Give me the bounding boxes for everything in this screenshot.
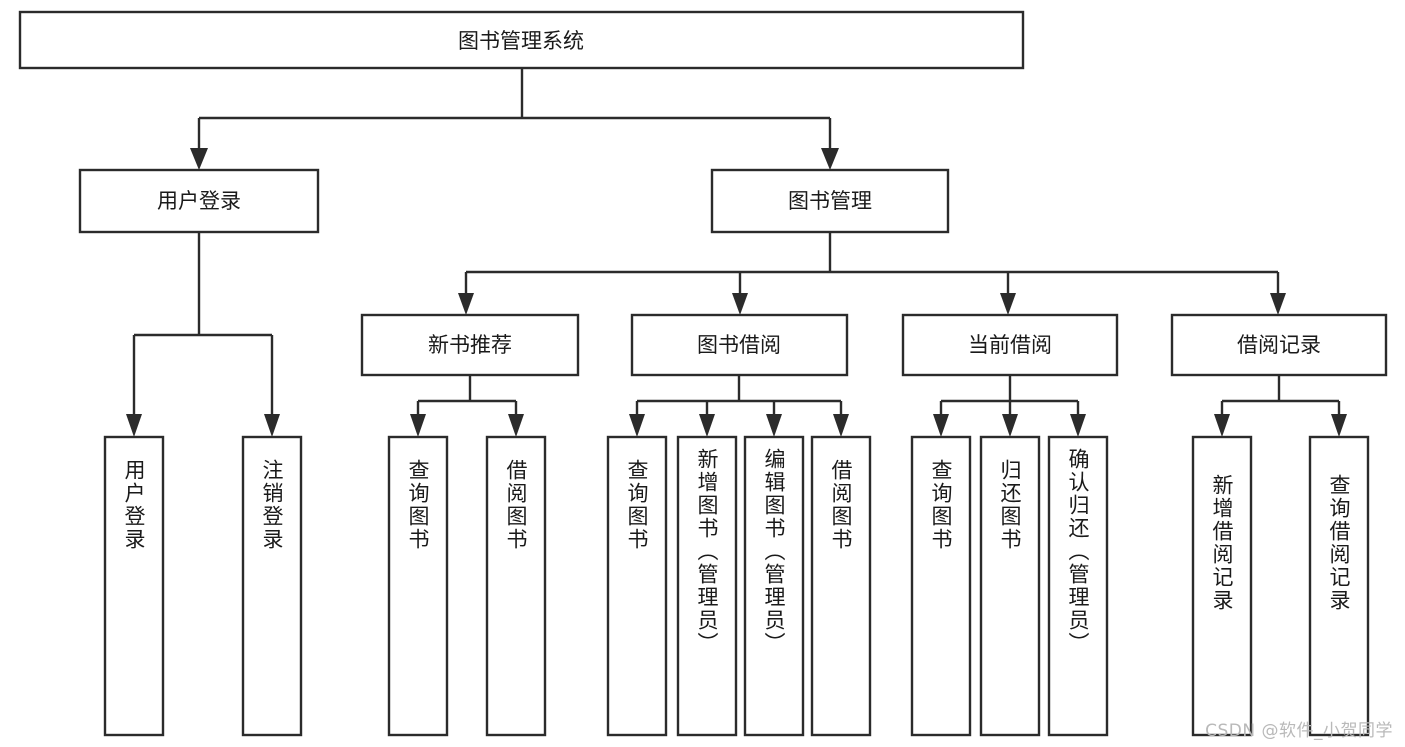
node-root-box[interactable]: [18, 10, 1025, 70]
node-user-login-box[interactable]: [78, 168, 320, 234]
arrow-head-book-borrow-leaf-2: [699, 414, 715, 437]
leaf-node-new-book-borrow[interactable]: 借阅图书: [485, 435, 547, 737]
node-root-label: 图书管理系统: [458, 29, 584, 53]
leaf-node-current-borrow-confirm[interactable]: 确认归还（管理员）: [1047, 435, 1109, 737]
arrow-head-new-book-leaf-2: [508, 414, 524, 437]
leaf-node-book-borrow-borrow[interactable]: 借阅图书: [810, 435, 872, 737]
arrow-head-book-manage-child-4: [1270, 293, 1286, 315]
leaf-node-new-book-query[interactable]: 查询图书: [387, 435, 449, 737]
node-borrow-record-box[interactable]: [1170, 313, 1388, 377]
arrow-head-current-borrow-leaf-3: [1070, 414, 1086, 437]
node-new-book-recommend-box[interactable]: [360, 313, 580, 377]
arrow-head-root-to-book-manage: [821, 148, 839, 170]
arrow-head-book-borrow-leaf-3: [766, 414, 782, 437]
connector-group-book-borrow: [629, 375, 849, 437]
leaf-box-current-borrow-confirm[interactable]: [1047, 435, 1109, 737]
connector-group-current-borrow: [933, 375, 1086, 437]
leaf-label-current-borrow-return: 归还图书: [998, 459, 1022, 551]
leaf-node-borrow-record-query[interactable]: 查询借阅记录: [1308, 435, 1370, 737]
node-book-borrow[interactable]: 图书借阅: [630, 313, 849, 377]
node-book-management[interactable]: 图书管理: [710, 168, 950, 234]
leaf-box-current-borrow-query[interactable]: [910, 435, 972, 737]
leaf-node-book-borrow-add[interactable]: 新增图书（管理员）: [676, 435, 738, 737]
leaf-box-book-borrow-borrow[interactable]: [810, 435, 872, 737]
leaf-label-user-login-logout: 注销登录: [260, 459, 284, 551]
arrow-head-user-login-leaf-1: [126, 414, 142, 437]
arrow-head-book-borrow-leaf-1: [629, 414, 645, 437]
arrow-head-book-manage-child-3: [1000, 293, 1016, 315]
leaf-label-book-borrow-edit: 编辑图书（管理员）: [762, 448, 786, 655]
arrow-head-borrow-record-leaf-2: [1331, 414, 1347, 437]
leaf-box-borrow-record-query[interactable]: [1308, 435, 1370, 737]
arrow-head-borrow-record-leaf-1: [1214, 414, 1230, 437]
leaf-node-user-login-login[interactable]: 用户登录: [103, 435, 165, 737]
node-current-borrow-label: 当前借阅: [968, 333, 1052, 357]
arrow-head-user-login-leaf-2: [264, 414, 280, 437]
leaf-label-borrow-record-query: 查询借阅记录: [1327, 474, 1351, 612]
leaf-label-new-book-query: 查询图书: [406, 459, 430, 551]
node-current-borrow-box[interactable]: [901, 313, 1119, 377]
leaf-box-book-borrow-query[interactable]: [606, 435, 668, 737]
node-book-management-box[interactable]: [710, 168, 950, 234]
node-borrow-record[interactable]: 借阅记录: [1170, 313, 1388, 377]
arrow-head-book-borrow-leaf-4: [833, 414, 849, 437]
arrow-head-root-to-user-login: [190, 148, 208, 170]
leaf-label-borrow-record-add: 新增借阅记录: [1210, 474, 1234, 612]
leaf-node-book-borrow-edit[interactable]: 编辑图书（管理员）: [743, 435, 805, 737]
connector-group-book-manage: [458, 232, 1286, 315]
arrow-head-current-borrow-leaf-1: [933, 414, 949, 437]
leaf-label-user-login-login: 用户登录: [122, 459, 146, 551]
leaf-node-borrow-record-add[interactable]: 新增借阅记录: [1191, 435, 1253, 737]
node-book-borrow-box[interactable]: [630, 313, 849, 377]
connector-group-borrow-record: [1214, 375, 1347, 437]
node-new-book-recommend-label: 新书推荐: [428, 333, 512, 357]
node-book-management-label: 图书管理: [788, 189, 872, 213]
leaf-box-book-borrow-add[interactable]: [676, 435, 738, 737]
node-user-login-label: 用户登录: [157, 189, 241, 213]
node-user-login[interactable]: 用户登录: [78, 168, 320, 234]
connector-group-user-login: [126, 232, 280, 437]
leaf-box-user-login-login[interactable]: [103, 435, 165, 737]
arrow-head-new-book-leaf-1: [410, 414, 426, 437]
leaf-label-book-borrow-add: 新增图书（管理员）: [695, 448, 719, 655]
node-borrow-record-label: 借阅记录: [1237, 333, 1321, 357]
connector-group-root: [190, 68, 839, 170]
leaf-box-new-book-query[interactable]: [387, 435, 449, 737]
leaf-label-new-book-borrow: 借阅图书: [504, 459, 528, 551]
leaf-label-book-borrow-borrow: 借阅图书: [829, 459, 853, 551]
leaf-node-user-login-logout[interactable]: 注销登录: [241, 435, 303, 737]
leaf-label-current-borrow-query: 查询图书: [929, 459, 953, 551]
node-book-borrow-label: 图书借阅: [697, 333, 781, 357]
leaf-box-borrow-record-add[interactable]: [1191, 435, 1253, 737]
arrow-head-book-manage-child-1: [458, 293, 474, 315]
node-root-book-management-system[interactable]: 图书管理系统: [18, 10, 1025, 70]
leaf-node-current-borrow-return[interactable]: 归还图书: [979, 435, 1041, 737]
leaf-box-current-borrow-return[interactable]: [979, 435, 1041, 737]
arrow-head-current-borrow-leaf-2: [1002, 414, 1018, 437]
node-new-book-recommend[interactable]: 新书推荐: [360, 313, 580, 377]
leaf-box-new-book-borrow[interactable]: [485, 435, 547, 737]
leaf-label-current-borrow-confirm: 确认归还（管理员）: [1066, 448, 1090, 655]
leaf-node-current-borrow-query[interactable]: 查询图书: [910, 435, 972, 737]
connector-group-new-book: [410, 375, 524, 437]
arrow-head-book-manage-child-2: [732, 293, 748, 315]
leaf-node-book-borrow-query[interactable]: 查询图书: [606, 435, 668, 737]
node-current-borrow[interactable]: 当前借阅: [901, 313, 1119, 377]
leaf-box-book-borrow-edit[interactable]: [743, 435, 805, 737]
leaf-label-book-borrow-query: 查询图书: [625, 459, 649, 551]
leaf-box-user-login-logout[interactable]: [241, 435, 303, 737]
